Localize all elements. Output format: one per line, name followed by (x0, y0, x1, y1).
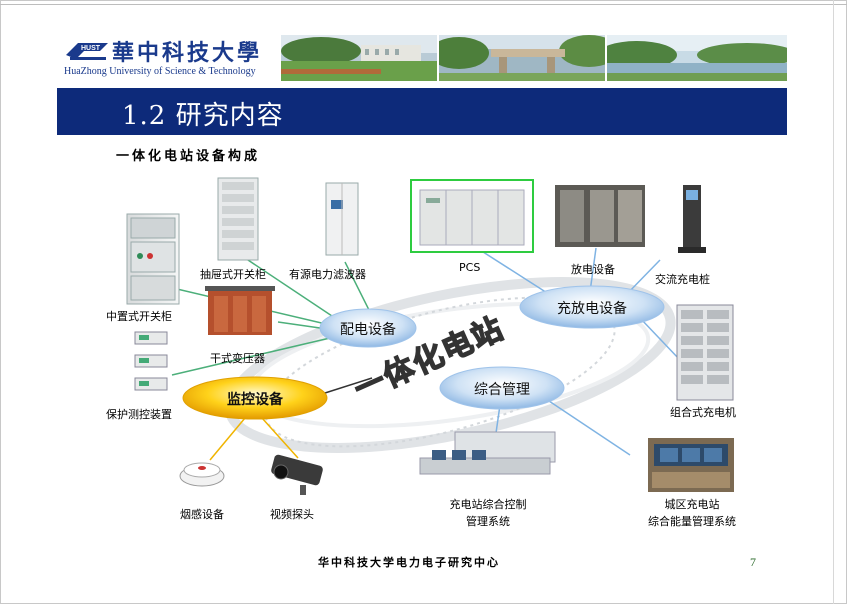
slide-subtitle: 一体化电站设备构成 (116, 149, 261, 164)
dry-transformer-label: 干式变压器 (210, 352, 265, 365)
charge-discharge-hub-label: 充放电设备 (557, 301, 627, 317)
campus-photo-2 (439, 35, 605, 81)
drawer-switchgear-label: 抽屉式开关柜 (200, 268, 266, 281)
smoke-detector-label: 烟感设备 (180, 508, 224, 521)
combined-charger-label: 组合式充电机 (670, 406, 736, 419)
university-logo: HUST 華中科技大學 HuaZhong University of Scien… (64, 35, 276, 79)
section-title: 1.2 研究内容 (122, 101, 284, 131)
management-hub (439, 366, 565, 410)
section-header-bar (57, 88, 787, 135)
urban-station-label-1: 城区充电站 (664, 498, 720, 511)
svg-text:HUST: HUST (81, 45, 101, 52)
ac-charging-pile-label: 交流充电桩 (655, 273, 710, 286)
urban-control-room-image (648, 438, 734, 492)
dry-transformer-image (205, 286, 275, 335)
drawer-switchgear-image (217, 177, 259, 261)
right-divider (833, 0, 834, 604)
discharge-equipment-label: 放电设备 (571, 263, 615, 276)
charge-discharge-hub (519, 285, 665, 329)
campus-photo-1 (281, 35, 437, 81)
active-filter-label: 有源电力滤波器 (289, 268, 366, 281)
combined-charger-image (676, 304, 734, 401)
campus-photo-3 (607, 35, 787, 81)
protection-device-label: 保护测控装置 (106, 408, 172, 421)
station-control-label-2: 管理系统 (466, 515, 510, 528)
monitoring-hub-label: 监控设备 (227, 392, 283, 408)
hust-emblem-icon: HUST (66, 43, 108, 60)
urban-station-label-2: 综合能量管理系统 (648, 515, 736, 528)
pcs-image (410, 179, 534, 253)
page-number: 7 (750, 555, 756, 569)
top-divider (0, 4, 847, 5)
monitoring-hub (182, 376, 328, 420)
video-camera-image (271, 454, 323, 495)
active-filter-image (325, 182, 359, 256)
station-control-console-image (419, 431, 556, 475)
distribution-hub-label: 配电设备 (340, 322, 396, 338)
management-hub-label: 综合管理 (474, 382, 530, 398)
mid-switchgear-label: 中置式开关柜 (106, 310, 172, 323)
station-control-label-1: 充电站综合控制 (449, 498, 527, 511)
video-camera-label: 视频探头 (270, 508, 314, 521)
discharge-equipment-image (555, 185, 645, 247)
protection-device-image (134, 331, 168, 391)
logo-chinese-name: 華中科技大學 (112, 40, 263, 66)
integrated-station-arrow (324, 377, 373, 394)
footer-text: 华中科技大学电力电子研究中心 (318, 556, 500, 569)
monitoring-connectors (209, 417, 299, 461)
smoke-detector-image (179, 462, 225, 487)
distribution-hub (319, 308, 417, 348)
ac-charging-pile-image (678, 185, 706, 253)
mid-switchgear-image (126, 213, 180, 305)
logo-english-name: HuaZhong University of Science & Technol… (64, 66, 256, 77)
pcs-label: PCS (459, 261, 481, 274)
